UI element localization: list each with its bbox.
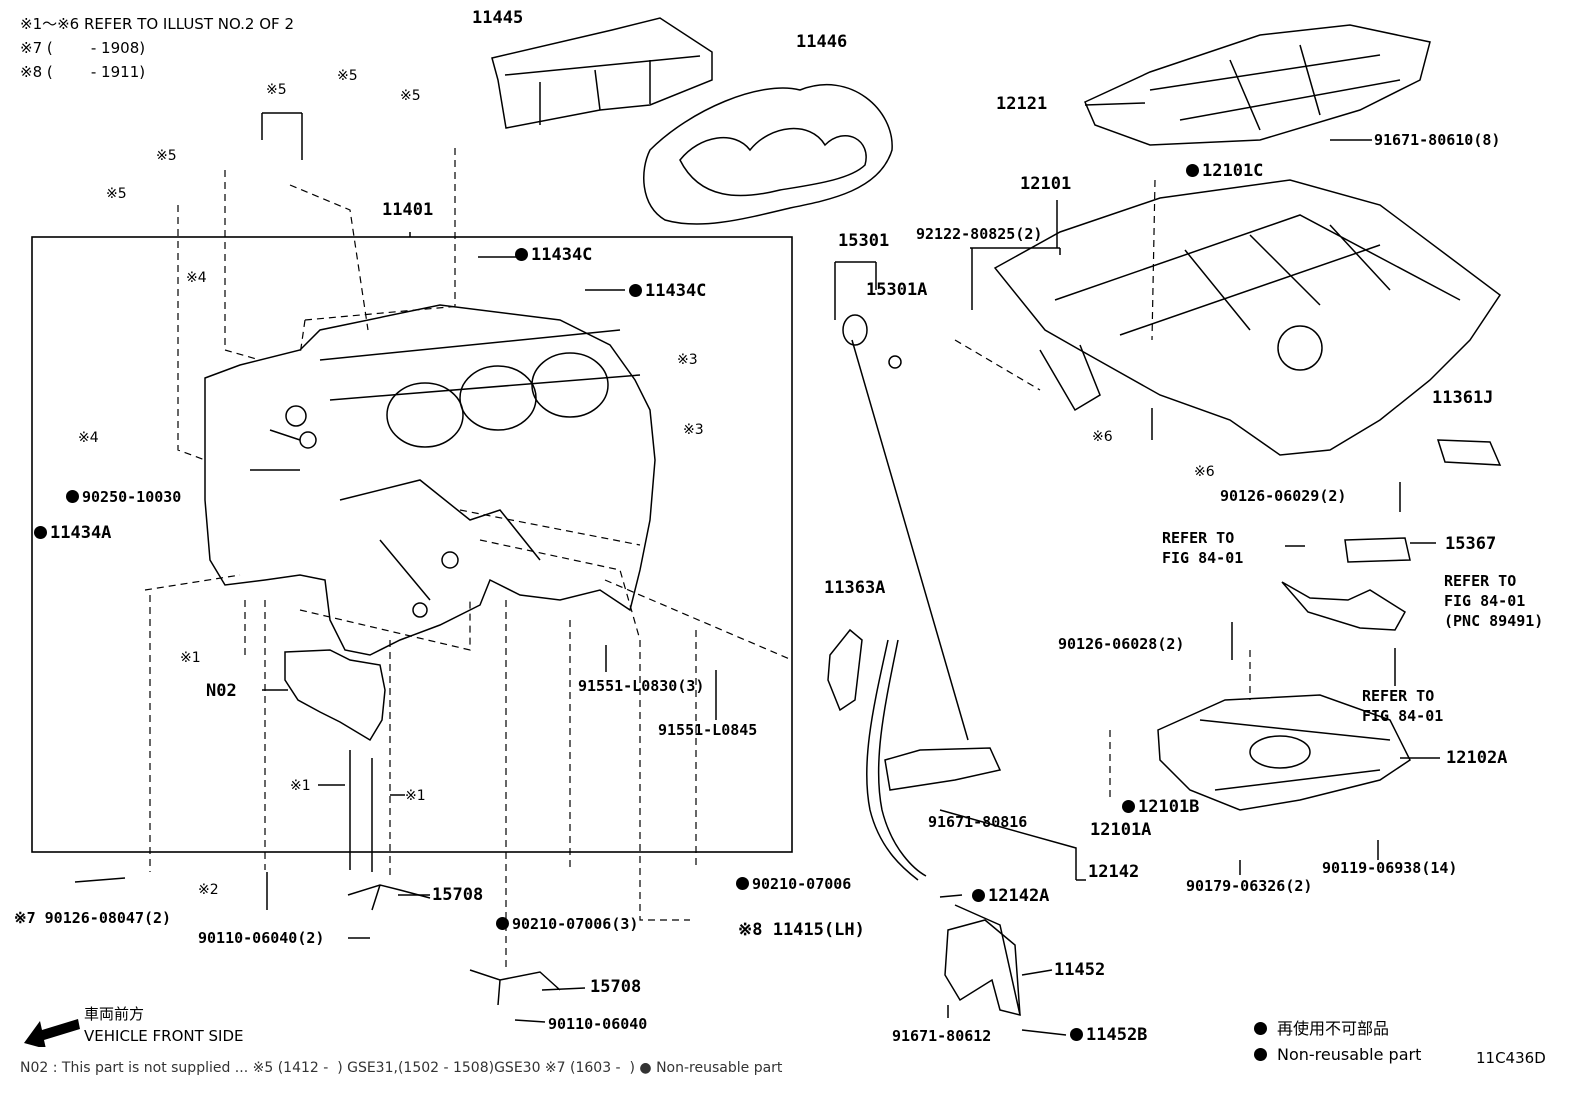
callout-15301A[interactable]: 15301A	[866, 280, 928, 300]
callout-91671-80610[interactable]: 91671-80610(8)	[1374, 131, 1501, 149]
callout-11363A[interactable]: 11363A	[824, 578, 886, 598]
callout-N02[interactable]: N02	[206, 681, 237, 701]
mark-4-a: ※4	[186, 270, 207, 286]
callout-11434C-a[interactable]: 11434C	[515, 245, 592, 265]
part-sensor	[1281, 581, 1407, 631]
part-11452-strainer	[944, 919, 1021, 1016]
callout-90119-06938[interactable]: 90119-06938(14)	[1322, 859, 1458, 877]
part-15301-dipstick	[851, 339, 969, 741]
callout-92122-80825[interactable]: 92122-80825(2)	[916, 225, 1043, 243]
mark-6-b: ※6	[1194, 464, 1215, 480]
callout-12121[interactable]: 12121	[996, 94, 1048, 114]
callout-91551-L0845[interactable]: 91551-L0845	[658, 721, 758, 739]
callout-90210-07006-3[interactable]: 90210-07006(3)	[496, 914, 638, 934]
callout-90126-06029[interactable]: 90126-06029(2)	[1220, 487, 1347, 505]
mark-1-a: ※1	[180, 650, 201, 666]
callout-12101C[interactable]: 12101C	[1186, 161, 1263, 181]
part-11363A-bracket	[827, 628, 863, 712]
callout-91671-80612[interactable]: 91671-80612	[892, 1027, 992, 1045]
mark-3-b: ※3	[683, 422, 704, 438]
callout-11401[interactable]: 11401	[382, 200, 434, 220]
callout-12142A[interactable]: 12142A	[972, 886, 1049, 906]
mark-2: ※2	[198, 882, 219, 898]
part-11361J	[1436, 439, 1502, 466]
part-15367	[1344, 537, 1411, 563]
callout-11446[interactable]: 11446	[796, 32, 848, 52]
legend: 再使用不可部品 Non-reusable part	[1254, 1016, 1421, 1068]
part-12121-baffle	[1084, 24, 1431, 146]
legend-en: Non-reusable part	[1254, 1042, 1421, 1068]
callout-11452B[interactable]: 11452B	[1070, 1025, 1147, 1045]
part-11446-gasket	[643, 84, 893, 225]
part-11401-cylinder-block	[204, 304, 656, 656]
mark-1-c: ※1	[405, 788, 426, 804]
footnote: N02 : This part is not supplied ... ※5 (…	[20, 1060, 783, 1076]
callout-91671-80816[interactable]: 91671-80816	[928, 813, 1028, 831]
part-12101-oil-pan	[993, 179, 1502, 456]
callout-90179-06326[interactable]: 90179-06326(2)	[1186, 877, 1313, 895]
callout-15708-b[interactable]: 15708	[590, 977, 642, 997]
part-15708-jet-a	[347, 884, 431, 911]
callout-90110-06040-2[interactable]: 90110-06040(2)	[198, 929, 325, 947]
callout-12142[interactable]: 12142	[1088, 862, 1140, 882]
legend-jp: 再使用不可部品	[1254, 1016, 1421, 1042]
illustration-id: 11C436D	[1476, 1049, 1546, 1067]
callout-15301[interactable]: 15301	[838, 231, 890, 251]
callout-11452[interactable]: 11452	[1054, 960, 1106, 980]
callout-11434C-b[interactable]: 11434C	[629, 281, 706, 301]
callout-12101[interactable]: 12101	[1020, 174, 1072, 194]
part-N02-bearing-cap	[284, 649, 386, 742]
callout-12101A[interactable]: 12101A	[1090, 820, 1152, 840]
front-side-jp: 車両前方	[84, 1005, 145, 1023]
callout-90210-07006-a[interactable]: 90210-07006	[736, 874, 851, 894]
part-11445-cover	[491, 17, 713, 129]
note-line-3: ※8 ( - 1911)	[20, 63, 146, 81]
callout-12102A[interactable]: 12102A	[1446, 748, 1508, 768]
mark-3-a: ※3	[677, 352, 698, 368]
refer-fig-84-01-c[interactable]: REFER TO FIG 84-01	[1362, 687, 1444, 725]
front-side-en: VEHICLE FRONT SIDE	[84, 1027, 244, 1045]
refer-fig-84-01-a[interactable]: REFER TO FIG 84-01	[1162, 529, 1244, 567]
callout-12101B[interactable]: 12101B	[1122, 797, 1199, 817]
mark-6-a: ※6	[1092, 429, 1113, 445]
part-12102A-oil-pan	[1157, 694, 1411, 811]
part-12142-guide	[865, 639, 919, 881]
callout-11445[interactable]: 11445	[472, 8, 524, 28]
callout-90250-10030[interactable]: 90250-10030	[66, 487, 181, 507]
cylinder-block-frame	[31, 236, 793, 853]
header-notes: ※1～※6 REFER TO ILLUST NO.2 OF 2 ※7 ( - 1…	[20, 12, 294, 84]
arrow-left-icon	[24, 1019, 80, 1047]
mark-5-e: ※5	[106, 186, 127, 202]
vehicle-front-side: 車両前方 VEHICLE FRONT SIDE	[22, 1003, 244, 1047]
refer-fig-84-01-b[interactable]: REFER TO FIG 84-01 (PNC 89491)	[1444, 572, 1544, 630]
mark-1-b: ※1	[290, 778, 311, 794]
mark-5-b: ※5	[400, 88, 421, 104]
mark-5-a: ※5	[337, 68, 358, 84]
note-line-2: ※7 ( - 1908)	[20, 39, 146, 57]
mark-4-b: ※4	[78, 430, 99, 446]
note-line-1: ※1～※6 REFER TO ILLUST NO.2 OF 2	[20, 15, 294, 33]
mark-5-c: ※5	[266, 82, 287, 98]
callout-11415[interactable]: ※8 11415(LH)	[738, 920, 865, 940]
callout-11361J[interactable]: 11361J	[1432, 388, 1494, 408]
callout-91551-L0830[interactable]: 91551-L0830(3)	[578, 677, 705, 695]
part-15708-jet-b	[469, 969, 561, 1006]
mark-5-d: ※5	[156, 148, 177, 164]
callout-11434A[interactable]: 11434A	[34, 523, 111, 543]
callout-90126-08047[interactable]: ※7 90126-08047(2)	[14, 909, 172, 927]
callout-90126-06028[interactable]: 90126-06028(2)	[1058, 635, 1185, 653]
callout-90110-06040[interactable]: 90110-06040	[548, 1015, 648, 1033]
callout-15367[interactable]: 15367	[1445, 534, 1497, 554]
callout-15708-a[interactable]: 15708	[432, 885, 484, 905]
